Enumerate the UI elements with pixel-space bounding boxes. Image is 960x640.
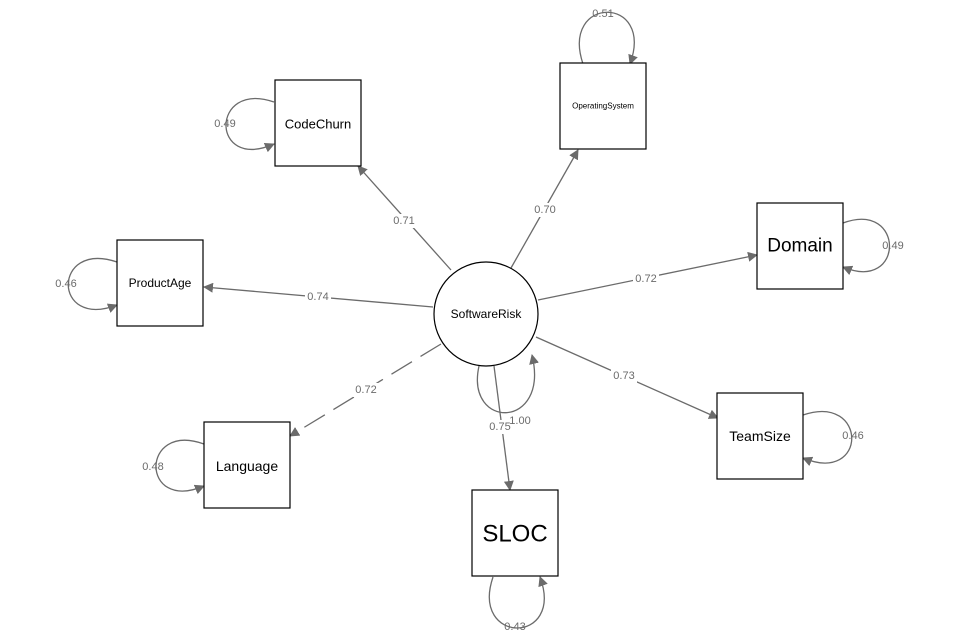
variance-label-domain: 0.49 — [882, 240, 903, 252]
loop-operatingsystem — [578, 11, 638, 65]
variance-label-softwarerisk: 1.00 — [509, 415, 530, 427]
latent-label: SoftwareRisk — [451, 307, 523, 321]
loading-label-sloc: 0.75 — [487, 420, 513, 434]
node-label-teamsize: TeamSize — [729, 428, 791, 444]
svg-text:0.74: 0.74 — [307, 291, 328, 303]
node-productage: ProductAge — [116, 239, 204, 327]
variance-label-productage: 0.46 — [55, 278, 76, 290]
node-codechurn: CodeChurn — [274, 79, 362, 167]
variance-label-operatingsystem: 0.51 — [592, 8, 613, 20]
svg-text:0.71: 0.71 — [393, 215, 414, 227]
loop-softwarerisk — [476, 354, 539, 414]
node-domain: Domain — [756, 202, 844, 290]
latent-node: SoftwareRisk — [433, 261, 539, 367]
node-label-domain: Domain — [767, 236, 832, 257]
node-language: Language — [203, 421, 291, 509]
svg-text:0.73: 0.73 — [613, 370, 634, 382]
variance-label-language: 0.48 — [142, 461, 163, 473]
loop-productage — [67, 257, 118, 313]
node-label-language: Language — [216, 458, 279, 474]
node-label-productage: ProductAge — [129, 276, 192, 290]
loop-teamsize — [802, 410, 853, 467]
loop-language — [155, 439, 205, 495]
loading-label-domain: 0.72 — [633, 272, 659, 286]
svg-text:0.72: 0.72 — [355, 384, 376, 396]
loading-label-codechurn: 0.71 — [391, 214, 417, 228]
node-label-sloc: SLOC — [482, 521, 547, 548]
node-label-codechurn: CodeChurn — [285, 117, 352, 132]
loading-label-teamsize: 0.73 — [611, 369, 637, 383]
loading-label-language: 0.72 — [353, 383, 379, 397]
loop-domain — [842, 218, 891, 276]
variance-label-sloc: 0.43 — [504, 621, 525, 633]
svg-text:0.70: 0.70 — [534, 204, 555, 216]
node-operatingsystem: OperatingSystem — [559, 62, 647, 150]
variance-loops — [67, 11, 891, 629]
variance-label-teamsize: 0.46 — [842, 430, 863, 442]
svg-text:0.72: 0.72 — [635, 273, 656, 285]
variance-label-codechurn: 0.49 — [214, 118, 235, 130]
loop-sloc — [488, 576, 548, 629]
loading-label-operatingsystem: 0.70 — [532, 203, 558, 217]
svg-text:0.75: 0.75 — [489, 421, 510, 433]
node-sloc: SLOC — [471, 489, 559, 577]
node-label-operatingsystem: OperatingSystem — [572, 102, 634, 111]
loading-labels: 0.71 0.70 0.72 0.74 0.73 0.72 0.75 — [305, 203, 659, 434]
loading-label-productage: 0.74 — [305, 290, 331, 304]
variance-labels: 0.49 0.51 0.49 0.46 0.46 0.48 0.43 1.00 — [55, 8, 903, 633]
node-teamsize: TeamSize — [716, 392, 804, 480]
indicator-nodes: CodeChurn OperatingSystem Domain Product… — [116, 62, 844, 577]
loop-codechurn — [225, 97, 275, 153]
